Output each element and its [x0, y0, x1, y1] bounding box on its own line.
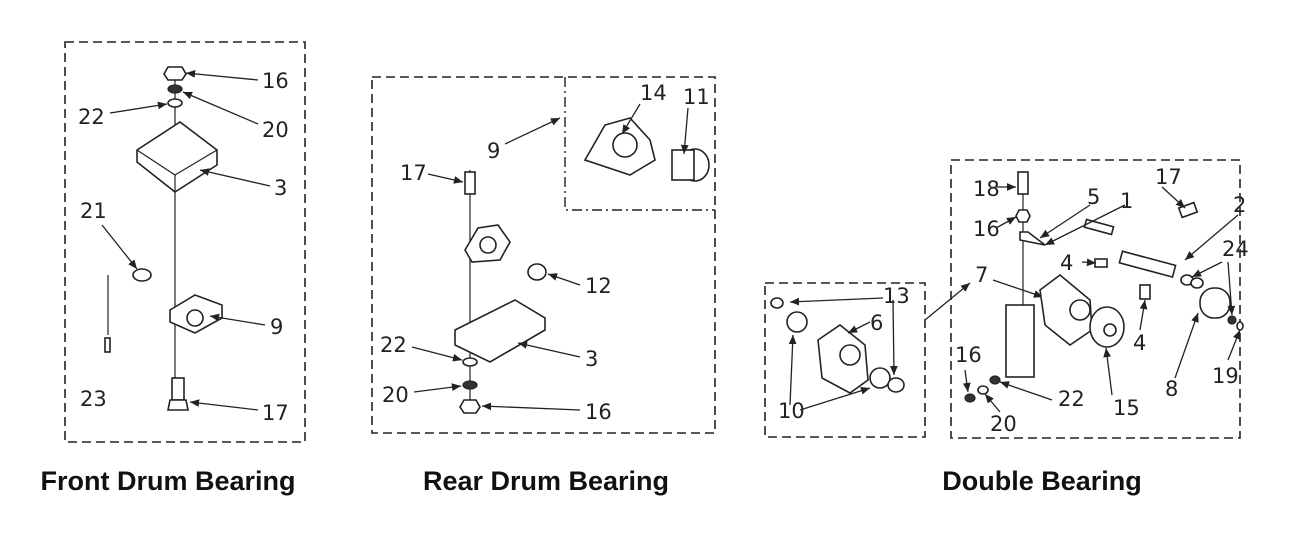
callout-11: 11	[683, 85, 710, 109]
callout-23: 23	[80, 387, 107, 411]
callout-16: 16	[262, 69, 289, 93]
callout-5: 5	[1087, 185, 1100, 209]
callout-20: 20	[382, 383, 409, 407]
callout-18: 18	[973, 177, 1000, 201]
bracket-part	[1019, 231, 1046, 246]
callout-4: 4	[1060, 251, 1073, 275]
nut-part	[163, 66, 187, 81]
callout-17: 17	[262, 401, 289, 425]
callout-8: 8	[1165, 377, 1178, 401]
rear-frame	[371, 76, 716, 434]
mounting-plate-part	[454, 299, 546, 363]
double-bearing-title: Double Bearing	[942, 466, 1142, 496]
callout-10: 10	[778, 399, 805, 423]
callout-17: 17	[400, 161, 427, 185]
callout-3: 3	[585, 347, 598, 371]
bushing-part	[527, 263, 547, 281]
mounting-bracket-part	[1005, 304, 1035, 378]
shaft-part	[1118, 250, 1177, 279]
callout-9: 9	[270, 315, 283, 339]
bolt-part	[464, 171, 476, 195]
washer-21-part	[132, 268, 152, 282]
callout-17: 17	[1155, 165, 1182, 189]
callout-21: 21	[80, 199, 107, 223]
callout-16: 16	[973, 217, 1000, 241]
callout-13: 13	[883, 284, 910, 308]
callout-9: 9	[487, 139, 500, 163]
callout-22: 22	[380, 333, 407, 357]
callout-22: 22	[78, 105, 105, 129]
rear-drum-bearing-title: Rear Drum Bearing	[422, 466, 670, 496]
lock-washer-part	[167, 84, 183, 94]
callout-6: 6	[870, 311, 883, 335]
front-drum-bearing-diagram: 16 22 20 3 21 9 23 17	[64, 41, 306, 443]
callout-16: 16	[585, 400, 612, 424]
callout-20: 20	[990, 412, 1017, 436]
washer-part	[167, 98, 183, 108]
callout-24: 24	[1222, 237, 1249, 261]
callout-1: 1	[1120, 189, 1133, 213]
front-frame	[64, 41, 306, 443]
detail-frame	[564, 77, 715, 211]
bolt-part	[171, 377, 185, 401]
callout-3: 3	[274, 176, 287, 200]
callout-20: 20	[262, 118, 289, 142]
spring-part	[1083, 218, 1115, 236]
detail-frame	[764, 282, 926, 438]
callout-22: 22	[1058, 387, 1085, 411]
callout-7: 7	[975, 263, 988, 287]
callout-4: 4	[1133, 331, 1146, 355]
mounting-plate-part	[136, 121, 218, 193]
callout-12: 12	[585, 274, 612, 298]
callout-14: 14	[640, 81, 667, 105]
callout-19: 19	[1212, 364, 1239, 388]
double-bearing-diagram: 13 6 10 7	[764, 159, 1249, 439]
pin-part	[104, 337, 111, 353]
front-drum-bearing-title: Front Drum Bearing	[40, 466, 296, 496]
callout-15: 15	[1113, 396, 1140, 420]
callout-2: 2	[1233, 193, 1246, 217]
callout-16: 16	[955, 343, 982, 367]
rear-drum-bearing-diagram: 9 14 11 17 12 22 3 20 16	[371, 76, 716, 434]
roller-part	[1199, 287, 1231, 319]
